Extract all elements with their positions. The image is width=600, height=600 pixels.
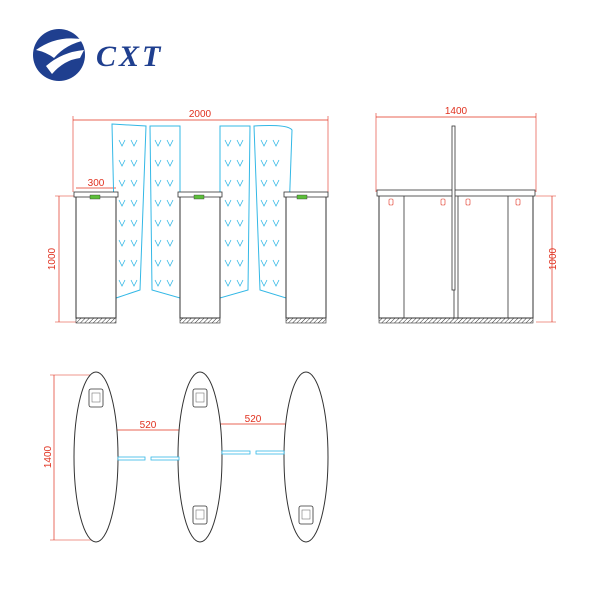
cxt-logo: CXT bbox=[33, 29, 163, 81]
side-glass-flap bbox=[451, 125, 456, 291]
card-reader-icon bbox=[192, 388, 208, 408]
indicator-light-icon bbox=[193, 194, 205, 200]
front-height-label: 1000 bbox=[47, 247, 58, 270]
logo-text: CXT bbox=[96, 40, 163, 73]
front-cabinet-middle bbox=[177, 191, 223, 324]
top-gap-left-dimension: 520 bbox=[116, 420, 180, 431]
front-width-dimension: 2000 bbox=[72, 109, 329, 192]
front-height-dimension: 1000 bbox=[47, 195, 76, 323]
top-length-dimension: 1400 bbox=[43, 374, 94, 541]
logo-emblem-icon bbox=[33, 29, 86, 81]
side-height-dimension: 1000 bbox=[536, 195, 559, 323]
side-view: 1400 1000 bbox=[375, 106, 559, 324]
top-view: 1400 520 520 bbox=[43, 371, 329, 543]
side-height-label: 1000 bbox=[548, 247, 559, 270]
front-width-label: 2000 bbox=[189, 109, 212, 120]
glass-pattern bbox=[118, 139, 280, 287]
card-reader-icon bbox=[88, 388, 104, 408]
top-gap-right-dimension: 520 bbox=[220, 414, 286, 425]
front-view: 2000 300 1000 bbox=[47, 109, 329, 324]
side-width-label: 1400 bbox=[445, 106, 468, 117]
side-width-dimension: 1400 bbox=[375, 106, 537, 192]
top-length-label: 1400 bbox=[43, 445, 54, 468]
indicator-light-icon bbox=[296, 194, 308, 200]
card-reader-icon bbox=[192, 505, 208, 525]
indicator-light-icon bbox=[89, 194, 101, 200]
front-cabinet-right bbox=[283, 191, 329, 324]
top-gap-right-label: 520 bbox=[245, 414, 262, 425]
cabinet-width-label: 300 bbox=[88, 178, 105, 189]
top-cabinet-right bbox=[283, 371, 329, 543]
top-gap-left-label: 520 bbox=[140, 420, 157, 431]
front-cabinet-left bbox=[73, 191, 119, 324]
top-glass-panels bbox=[117, 450, 285, 461]
card-reader-icon bbox=[298, 505, 314, 525]
cabinet-width-dimension: 300 bbox=[76, 178, 116, 189]
